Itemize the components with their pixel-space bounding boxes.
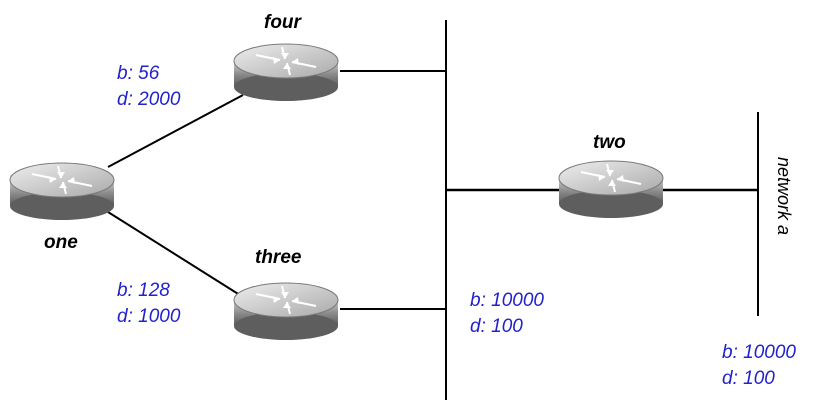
bandwidth-label: b: 10000 bbox=[722, 342, 796, 363]
router-four-label: four bbox=[264, 12, 301, 33]
metric-one-three: b: 128 d: 1000 bbox=[117, 278, 180, 330]
delay-label: d: 100 bbox=[722, 368, 775, 389]
router-four-icon bbox=[233, 43, 339, 102]
bandwidth-label: b: 10000 bbox=[470, 290, 544, 311]
metric-segment-two: b: 10000 d: 100 bbox=[470, 288, 544, 340]
bandwidth-label: b: 56 bbox=[117, 63, 160, 84]
router-three-icon bbox=[233, 282, 339, 341]
delay-label: d: 1000 bbox=[117, 306, 181, 327]
metric-two-network-a: b: 10000 d: 100 bbox=[722, 340, 796, 392]
router-two-icon bbox=[558, 160, 664, 219]
bandwidth-label: b: 128 bbox=[117, 280, 170, 301]
delay-label: d: 2000 bbox=[117, 89, 181, 110]
router-one-label: one bbox=[44, 232, 78, 253]
delay-label: d: 100 bbox=[470, 316, 523, 337]
router-two-label: two bbox=[593, 132, 626, 153]
router-one-icon bbox=[9, 162, 115, 221]
link-one-three bbox=[107, 211, 244, 298]
network-a-label: network a bbox=[774, 157, 794, 236]
metric-one-four: b: 56 d: 2000 bbox=[117, 61, 180, 113]
router-three-label: three bbox=[255, 247, 302, 268]
link-one-four bbox=[107, 94, 244, 168]
